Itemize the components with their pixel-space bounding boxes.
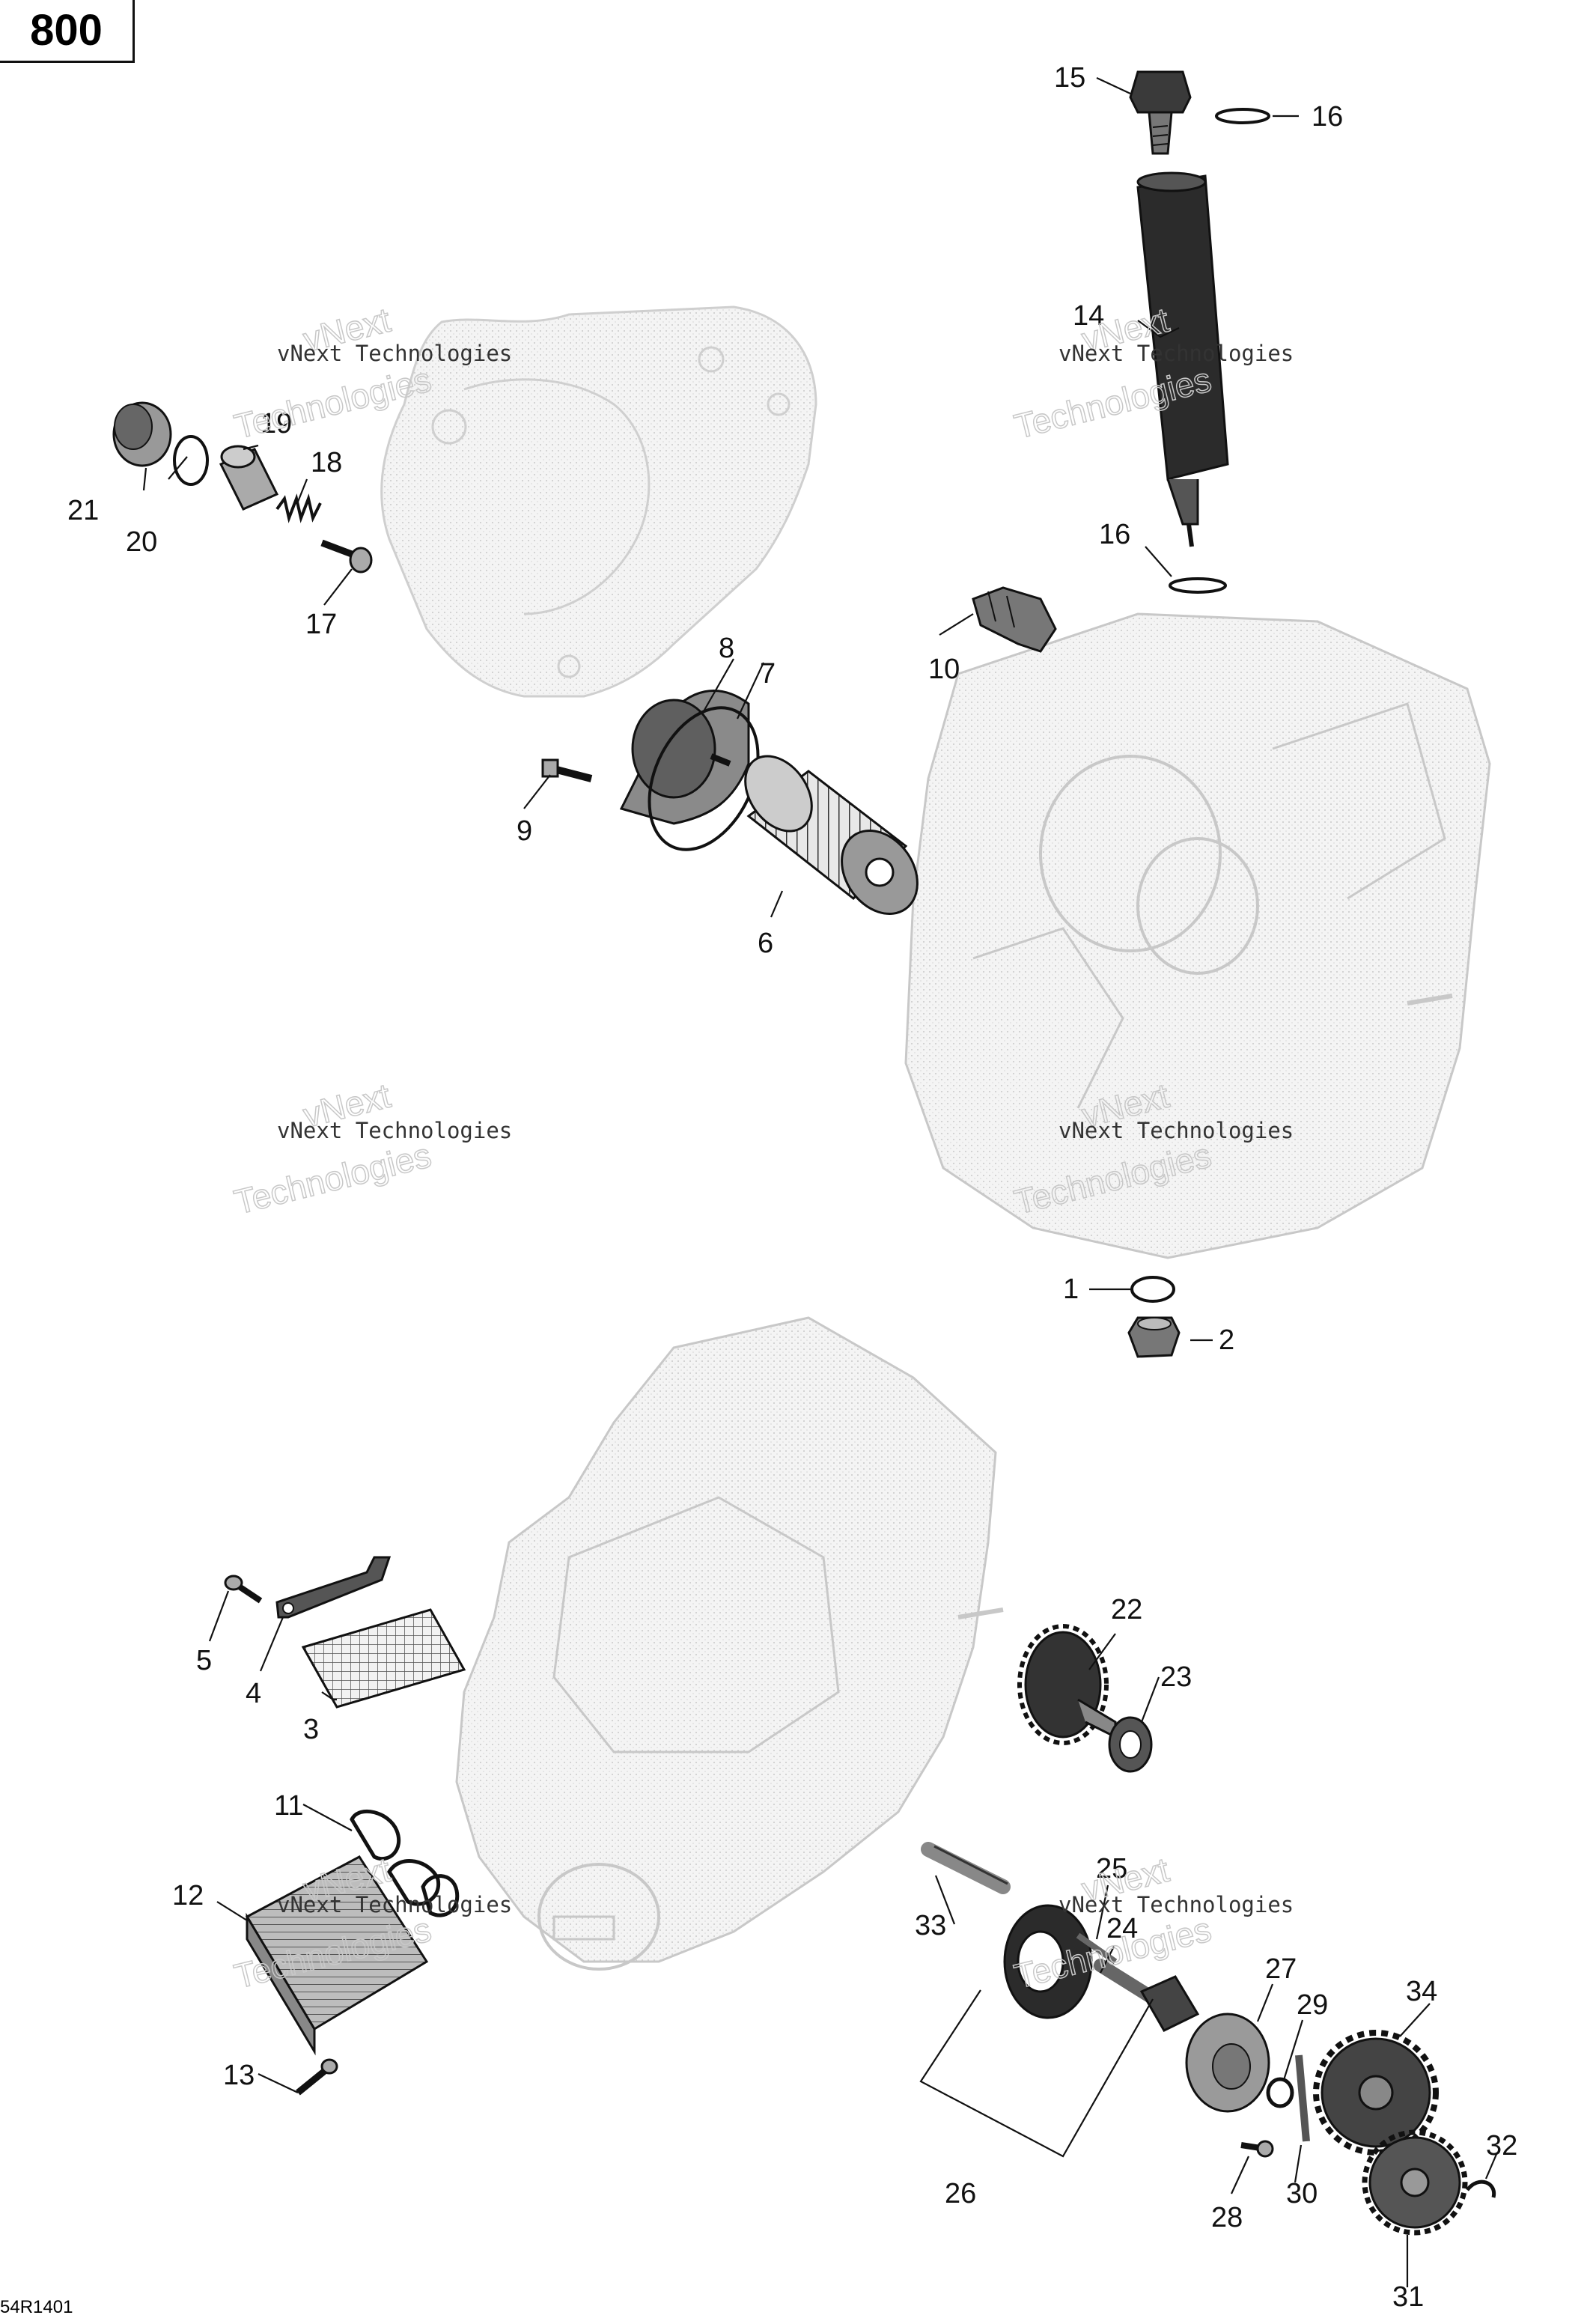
callout-23: 23 (1160, 1661, 1192, 1693)
callout-31: 31 (1392, 2281, 1424, 2313)
callout-11: 11 (274, 1790, 303, 1822)
page-number-badge: 800 (0, 0, 135, 63)
callout-16-upper: 16 (1312, 101, 1343, 133)
part-12-oil-cooler (245, 1855, 429, 2056)
callout-4: 4 (246, 1678, 261, 1709)
crankcase-cover-ghost (380, 305, 817, 698)
svg-text:vNext Technologies: vNext Technologies (277, 1892, 512, 1917)
part-28-screw (1240, 2140, 1274, 2158)
callout-22: 22 (1111, 1594, 1142, 1625)
leader-lines (142, 77, 1499, 2287)
part-26-rotor-inner (1139, 1975, 1200, 2032)
callout-8: 8 (719, 633, 734, 664)
part-19-plunger (219, 445, 279, 511)
watermark-middle-right: vNext vNext Technologies Technologies (1010, 1075, 1294, 1222)
callout-26: 26 (945, 2178, 976, 2209)
part-9-screw (541, 758, 593, 782)
callout-27: 27 (1265, 1953, 1297, 1985)
part-11-gaskets (350, 1809, 460, 1917)
svg-text:vNext Technologies: vNext Technologies (1058, 1892, 1294, 1917)
callout-24: 24 (1106, 1913, 1138, 1944)
watermark-middle-left: vNext vNext Technologies Technologies (230, 1075, 512, 1222)
part-16-o-ring-upper (1215, 108, 1270, 124)
callout-28: 28 (1211, 2202, 1243, 2233)
crankcase-lower-ghost (455, 1316, 1004, 1971)
callout-21: 21 (67, 495, 99, 526)
part-27-pump-cover (1185, 2013, 1270, 2113)
callout-2: 2 (1219, 1324, 1234, 1356)
part-17-bolt (320, 539, 373, 574)
figure-code: 54R1401 (0, 2297, 73, 2317)
crankcase-upper-ghost (904, 612, 1491, 1259)
part-8-oil-filter-cover (619, 690, 750, 825)
part-13-screw (296, 2058, 338, 2096)
callout-16-lower: 16 (1099, 519, 1130, 550)
callout-17: 17 (305, 609, 337, 640)
part-31-gear (1362, 2129, 1468, 2236)
part-6-oil-filter (744, 755, 919, 916)
part-30-pin (1295, 2054, 1310, 2142)
callout-9: 9 (517, 815, 532, 847)
part-22-gear (1017, 1624, 1117, 1745)
callout-33: 33 (915, 1910, 946, 1941)
callout-18: 18 (311, 447, 342, 478)
svg-text:vNext Technologies: vNext Technologies (277, 1118, 512, 1143)
callout-30: 30 (1286, 2178, 1318, 2209)
callout-6: 6 (758, 928, 773, 959)
part-2-drain-plug (1127, 1316, 1181, 1358)
callout-3: 3 (303, 1714, 319, 1745)
part-10-pressure-sensor (972, 586, 1057, 653)
part-3-strainer (301, 1608, 466, 1709)
part-23-bearing (1108, 1716, 1153, 1773)
part-20-o-ring (173, 435, 209, 486)
part-33-shaft-edge (933, 1845, 1008, 1885)
svg-text:vNext Technologies: vNext Technologies (1058, 1118, 1294, 1143)
part-33-shaft (921, 1842, 1011, 1894)
callout-34: 34 (1406, 1976, 1437, 2007)
part-7-o-ring (648, 706, 760, 851)
part-5-screw (224, 1575, 263, 1604)
svg-text:Technologies: Technologies (231, 1135, 435, 1221)
callout-15: 15 (1054, 62, 1085, 94)
part-14-dipstick-tube (1136, 171, 1229, 547)
callout-32: 32 (1486, 2130, 1517, 2162)
part-34-gear (1313, 2030, 1439, 2156)
svg-text:vNext Technologies: vNext Technologies (1058, 341, 1294, 366)
part-16-o-ring-lower (1169, 577, 1227, 594)
svg-text:vNext Technologies: vNext Technologies (277, 341, 512, 366)
callout-12: 12 (172, 1880, 204, 1911)
part-21-plug (112, 401, 172, 467)
part-29-washer (1266, 2077, 1294, 2108)
callout-13: 13 (223, 2060, 255, 2091)
callout-10: 10 (928, 654, 960, 685)
part-15-dipstick-cap (1129, 70, 1192, 155)
part-32-clip (1466, 2179, 1496, 2198)
callout-25: 25 (1096, 1853, 1127, 1885)
callout-14: 14 (1073, 300, 1104, 332)
callout-labels: 15 16 14 16 10 8 7 9 6 1 2 3 4 5 11 12 1… (67, 62, 1517, 2313)
part-1-gasket (1130, 1276, 1175, 1303)
callout-20: 20 (126, 526, 157, 558)
part-26-rotor-outer (1003, 1904, 1093, 2019)
callout-29: 29 (1297, 1989, 1328, 2021)
callout-7: 7 (760, 658, 776, 690)
callout-19: 19 (261, 408, 292, 439)
part-18-spring (275, 493, 322, 523)
callout-5: 5 (196, 1645, 212, 1676)
callout-1: 1 (1063, 1274, 1079, 1305)
watermark-upper-right: vNext vNext Technologies Technologies (1010, 299, 1294, 446)
part-4-bracket (275, 1556, 392, 1619)
